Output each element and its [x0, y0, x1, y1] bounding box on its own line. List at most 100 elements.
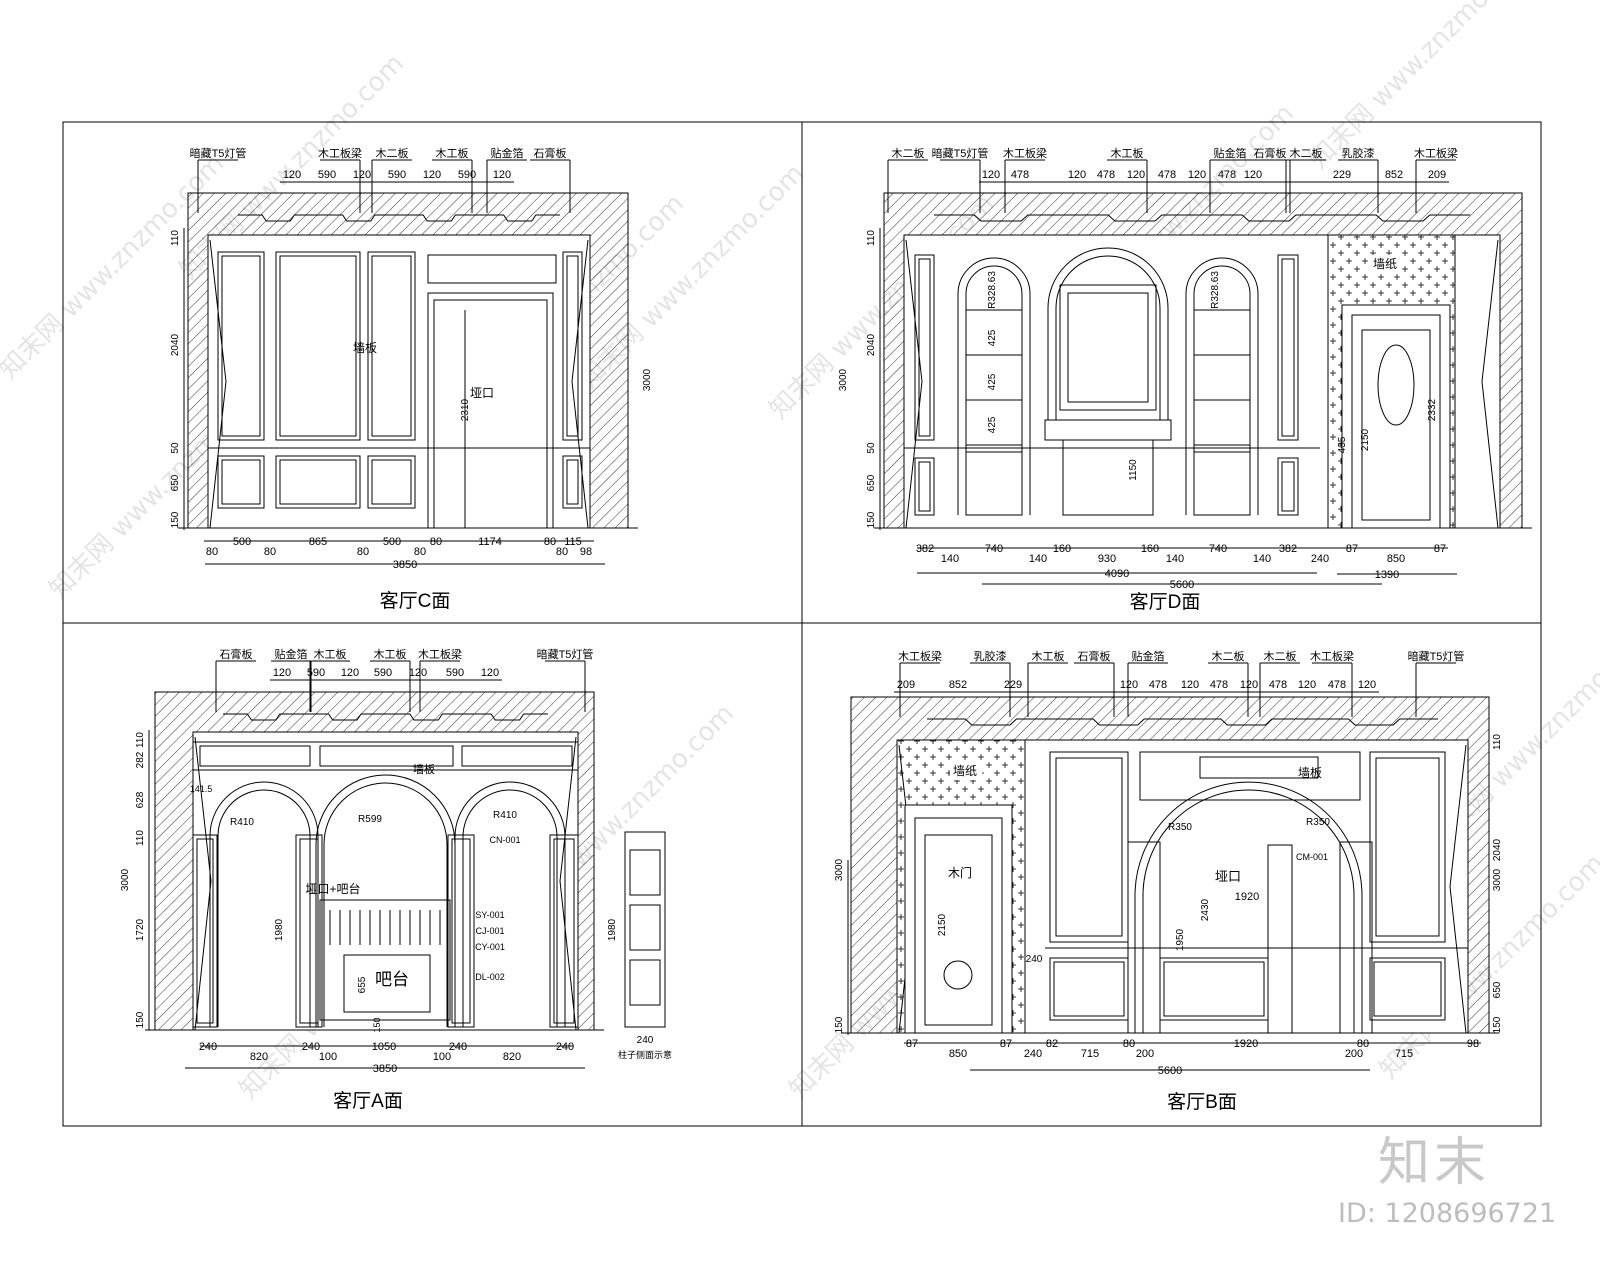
dimension-text: 120 [1358, 679, 1376, 691]
dimension-text: R410 [493, 810, 517, 821]
wall-panel [1277, 254, 1299, 441]
door-leaf [914, 817, 1003, 1034]
dimension-text: 150 [1492, 1016, 1503, 1033]
material-code: DL-002 [475, 972, 505, 982]
central-arch [1047, 247, 1169, 420]
dimension-text: 120 [423, 169, 441, 181]
dimension-text: 100 [319, 1051, 337, 1063]
dimension-text: 50 [170, 442, 181, 454]
dimension-text: 478 [1328, 679, 1346, 691]
ceiling-molding [927, 718, 1438, 726]
dimension-text: 500 [383, 536, 401, 548]
material-label: 暗藏T5灯管 [932, 146, 989, 160]
section-mark [1449, 744, 1467, 1034]
material-label: 乳胶漆 [1342, 146, 1375, 160]
ceiling-molding [238, 214, 560, 222]
cabinet-door [1193, 451, 1251, 516]
wall-panel [562, 455, 583, 509]
dimension-text: 1950 [1175, 928, 1186, 951]
dimension-text: 650 [1492, 981, 1503, 998]
dimension-text: 655 [357, 976, 368, 993]
wall-panel [192, 834, 218, 1028]
wall-panel-inner [221, 459, 261, 505]
document-id: ID: 1208696721 [1338, 1198, 1557, 1229]
material-code: CN-001 [489, 835, 520, 845]
dimension-text: 87 [1000, 1038, 1012, 1050]
dimension-text: 120 [353, 169, 371, 181]
dimension-text: 590 [318, 169, 336, 181]
dimension-text: 120 [1120, 679, 1138, 691]
wall-panel-inner [299, 838, 319, 1024]
wall-panel [367, 251, 416, 441]
transom-panel [427, 254, 557, 284]
dimension-text: 478 [1097, 169, 1115, 181]
door-panel [924, 834, 993, 1026]
dimension-text: 425 [987, 329, 998, 346]
dimension-text: 590 [374, 667, 392, 679]
dimension-text: 500 [233, 536, 251, 548]
fireplace [1062, 439, 1154, 516]
dimension-text: 120 [273, 667, 291, 679]
mirror [1067, 292, 1149, 403]
dimension-text: 82 [1046, 1038, 1058, 1050]
dimension-text: 200 [1136, 1048, 1154, 1060]
material-label: 贴金箔 [275, 647, 308, 661]
dimension-text: 200 [1345, 1048, 1363, 1060]
dimension-text: R599 [358, 814, 382, 825]
dimension-text: 240 [637, 1035, 654, 1046]
dimension-text: 110 [135, 830, 146, 846]
mirror-frame [1059, 284, 1157, 411]
dimension-text: 650 [170, 474, 181, 491]
dimension-text: 425 [987, 416, 998, 433]
material-code: SY-001 [475, 910, 504, 920]
wall-panel [217, 455, 265, 509]
dimension-text: 240 [1311, 553, 1329, 565]
wall-panel-inner [221, 255, 261, 437]
wall-panel-inner [371, 255, 412, 437]
dimension-text: 120 [1181, 679, 1199, 691]
material-label: 木工板 [1032, 649, 1065, 663]
dimension-text: 3000 [1492, 868, 1503, 891]
dimension-text: 150 [170, 511, 181, 528]
arch-inner [1193, 265, 1251, 515]
archway [454, 781, 566, 1027]
dimension-text: 80 [1357, 1038, 1369, 1050]
dimension-text: 87 [906, 1038, 918, 1050]
dimension-text: 240 [199, 1041, 217, 1053]
material-code: CJ-001 [475, 926, 504, 936]
material-label: 木二板 [1212, 649, 1245, 663]
wall-panel-inner [566, 459, 579, 505]
dimension-text: 1720 [135, 918, 146, 941]
dimension-text: 150 [834, 1016, 845, 1033]
note-text: 垭口 [1215, 869, 1241, 884]
dimension-text: 100 [433, 1051, 451, 1063]
material-label: 暗藏T5灯管 [537, 647, 594, 661]
dimension-text: 478 [1011, 169, 1029, 181]
wall-panel-inner [1375, 757, 1440, 937]
dimension-text: 120 [341, 667, 359, 679]
column [1267, 844, 1293, 1034]
dimension-text: 229 [1333, 169, 1351, 181]
ceiling-molding [223, 713, 548, 721]
material-label: 暗藏T5灯管 [1408, 649, 1465, 663]
dimension-text: 590 [458, 169, 476, 181]
material-label: 木工板梁 [418, 647, 462, 661]
dimension-text: 820 [503, 1051, 521, 1063]
total-dimension-text: 5600 [1170, 579, 1194, 591]
door-frame [904, 804, 1013, 1034]
dimension-text: 650 [866, 474, 877, 491]
wall-panel-inner [553, 838, 575, 1024]
arch-inner [217, 789, 311, 1027]
note-background [950, 762, 982, 780]
dimension-text: 1920 [1235, 891, 1259, 903]
dimension-text: 140 [1253, 553, 1271, 565]
bar-panel [343, 954, 431, 1013]
material-label: 石膏板 [220, 647, 253, 661]
wall-panel [447, 834, 475, 1028]
dimension-text: 240 [449, 1041, 467, 1053]
material-label: 木工板梁 [318, 146, 362, 160]
